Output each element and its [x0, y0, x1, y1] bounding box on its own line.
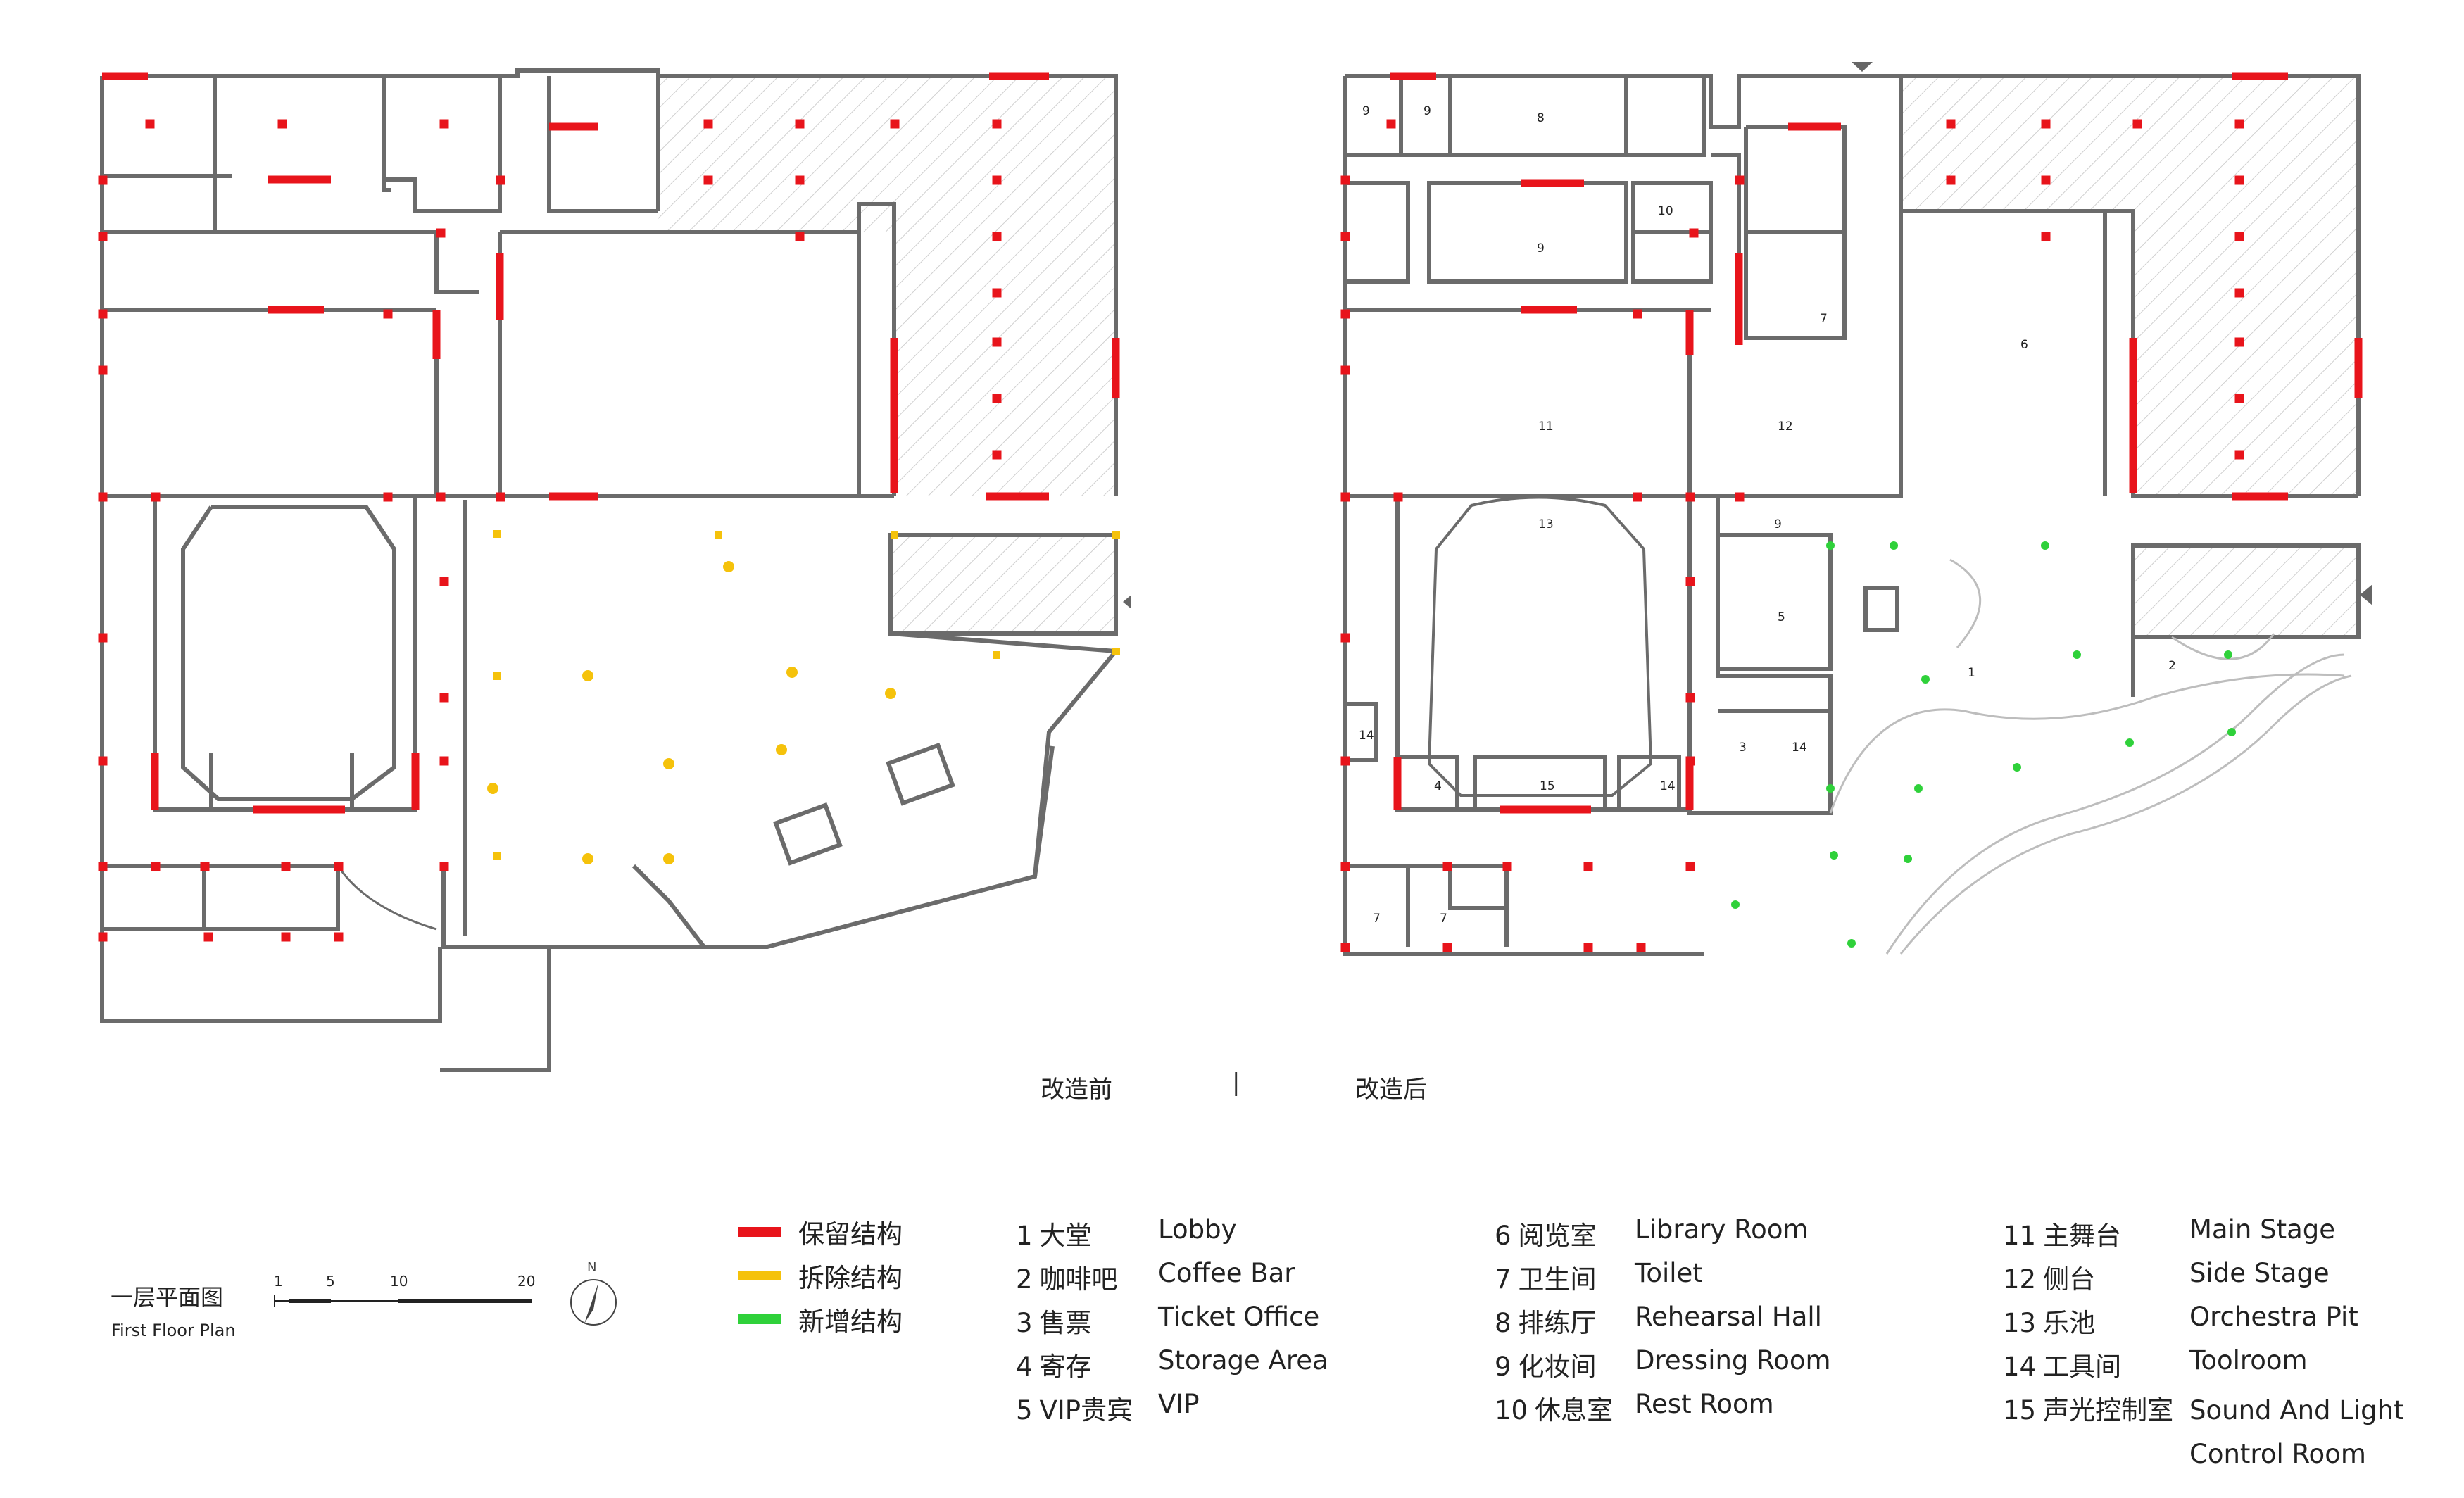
room-number-label: 14 — [1792, 741, 1807, 755]
legend-added: 新增结构 — [738, 1302, 903, 1337]
room-legend-en: Side Stage — [2189, 1258, 2330, 1288]
scale-bar — [274, 1295, 532, 1307]
north-label: N — [587, 1260, 597, 1275]
room-legend-en: Lobby — [1158, 1214, 1237, 1245]
room-number-label: 9 — [1774, 517, 1782, 531]
room-number-label: 14 — [1359, 729, 1374, 743]
room-number-label: 9 — [1537, 241, 1545, 256]
room-number-label: 7 — [1373, 912, 1381, 926]
room-legend-en: Storage Area — [1158, 1345, 1328, 1376]
room-number-label: 7 — [1440, 912, 1447, 926]
room-number-label: 4 — [1434, 779, 1442, 793]
before-demolished-structure — [487, 530, 1120, 864]
before-caption: 改造前 — [1041, 1076, 1112, 1104]
room-legend-en: Coffee Bar — [1158, 1258, 1295, 1288]
room-legend-en: Ticket Office — [1158, 1302, 1320, 1332]
caption-separator: | — [1232, 1069, 1240, 1097]
after-plan — [1343, 74, 2361, 956]
legend-label: 拆除结构 — [798, 1263, 903, 1293]
room-number-label: 15 — [1540, 779, 1555, 793]
room-number-label: 5 — [1778, 610, 1785, 624]
north-arrow-icon — [570, 1279, 617, 1326]
room-number-label: 8 — [1537, 111, 1545, 125]
room-number-label: 2 — [2168, 659, 2176, 673]
plan-subtitle: First Floor Plan — [111, 1321, 236, 1340]
room-number-label: 11 — [1538, 420, 1554, 434]
room-number-label: 7 — [1820, 312, 1828, 326]
room-legend-en: Rehearsal Hall — [1635, 1302, 1822, 1332]
room-number-label: 12 — [1778, 420, 1793, 434]
before-plan — [100, 68, 1120, 1072]
room-number-label: 6 — [2020, 338, 2028, 352]
room-legend-en: Dressing Room — [1635, 1345, 1831, 1376]
added-swatch — [738, 1314, 781, 1324]
scale-tick-label: 20 — [517, 1273, 536, 1290]
room-legend-en: Orchestra Pit — [2189, 1302, 2358, 1332]
room-number-label: 3 — [1739, 741, 1747, 755]
room-number-label: 1 — [1968, 666, 1975, 680]
retained-swatch — [738, 1227, 781, 1237]
room-legend-en: Toolroom — [2189, 1345, 2308, 1376]
before-retained-structure — [98, 72, 1120, 942]
room-number-label: 10 — [1658, 204, 1673, 218]
legend-demolished: 拆除结构 — [738, 1258, 903, 1293]
room-legend-en: Toilet — [1635, 1258, 1703, 1288]
room-legend-en: Sound And Light Control Room — [2189, 1395, 2404, 1469]
scale-tick-label: 1 — [274, 1273, 283, 1290]
room-number-label: 13 — [1538, 517, 1554, 531]
room-legend-en: Library Room — [1635, 1214, 1809, 1245]
room-legend-en: VIP — [1158, 1389, 1200, 1419]
after-caption: 改造后 — [1355, 1076, 1427, 1104]
room-number-label: 14 — [1660, 779, 1676, 793]
legend-label: 新增结构 — [798, 1307, 903, 1337]
demolished-swatch — [738, 1271, 781, 1280]
after-added-structure — [1731, 541, 2236, 948]
legend-retained: 保留结构 — [738, 1214, 903, 1250]
room-number-label: 9 — [1362, 104, 1370, 118]
after-lobby-curves — [1829, 558, 2352, 955]
entrance-markers — [1123, 62, 2372, 609]
legend-label: 保留结构 — [798, 1219, 903, 1250]
plan-title: 一层平面图 — [111, 1284, 224, 1311]
scale-tick-label: 5 — [326, 1273, 335, 1290]
after-retained-structure — [1340, 72, 2363, 952]
scale-tick-label: 10 — [390, 1273, 408, 1290]
room-legend-en: Rest Room — [1635, 1389, 1774, 1419]
room-legend-en: Main Stage — [2189, 1214, 2336, 1245]
room-number-label: 9 — [1423, 104, 1431, 118]
